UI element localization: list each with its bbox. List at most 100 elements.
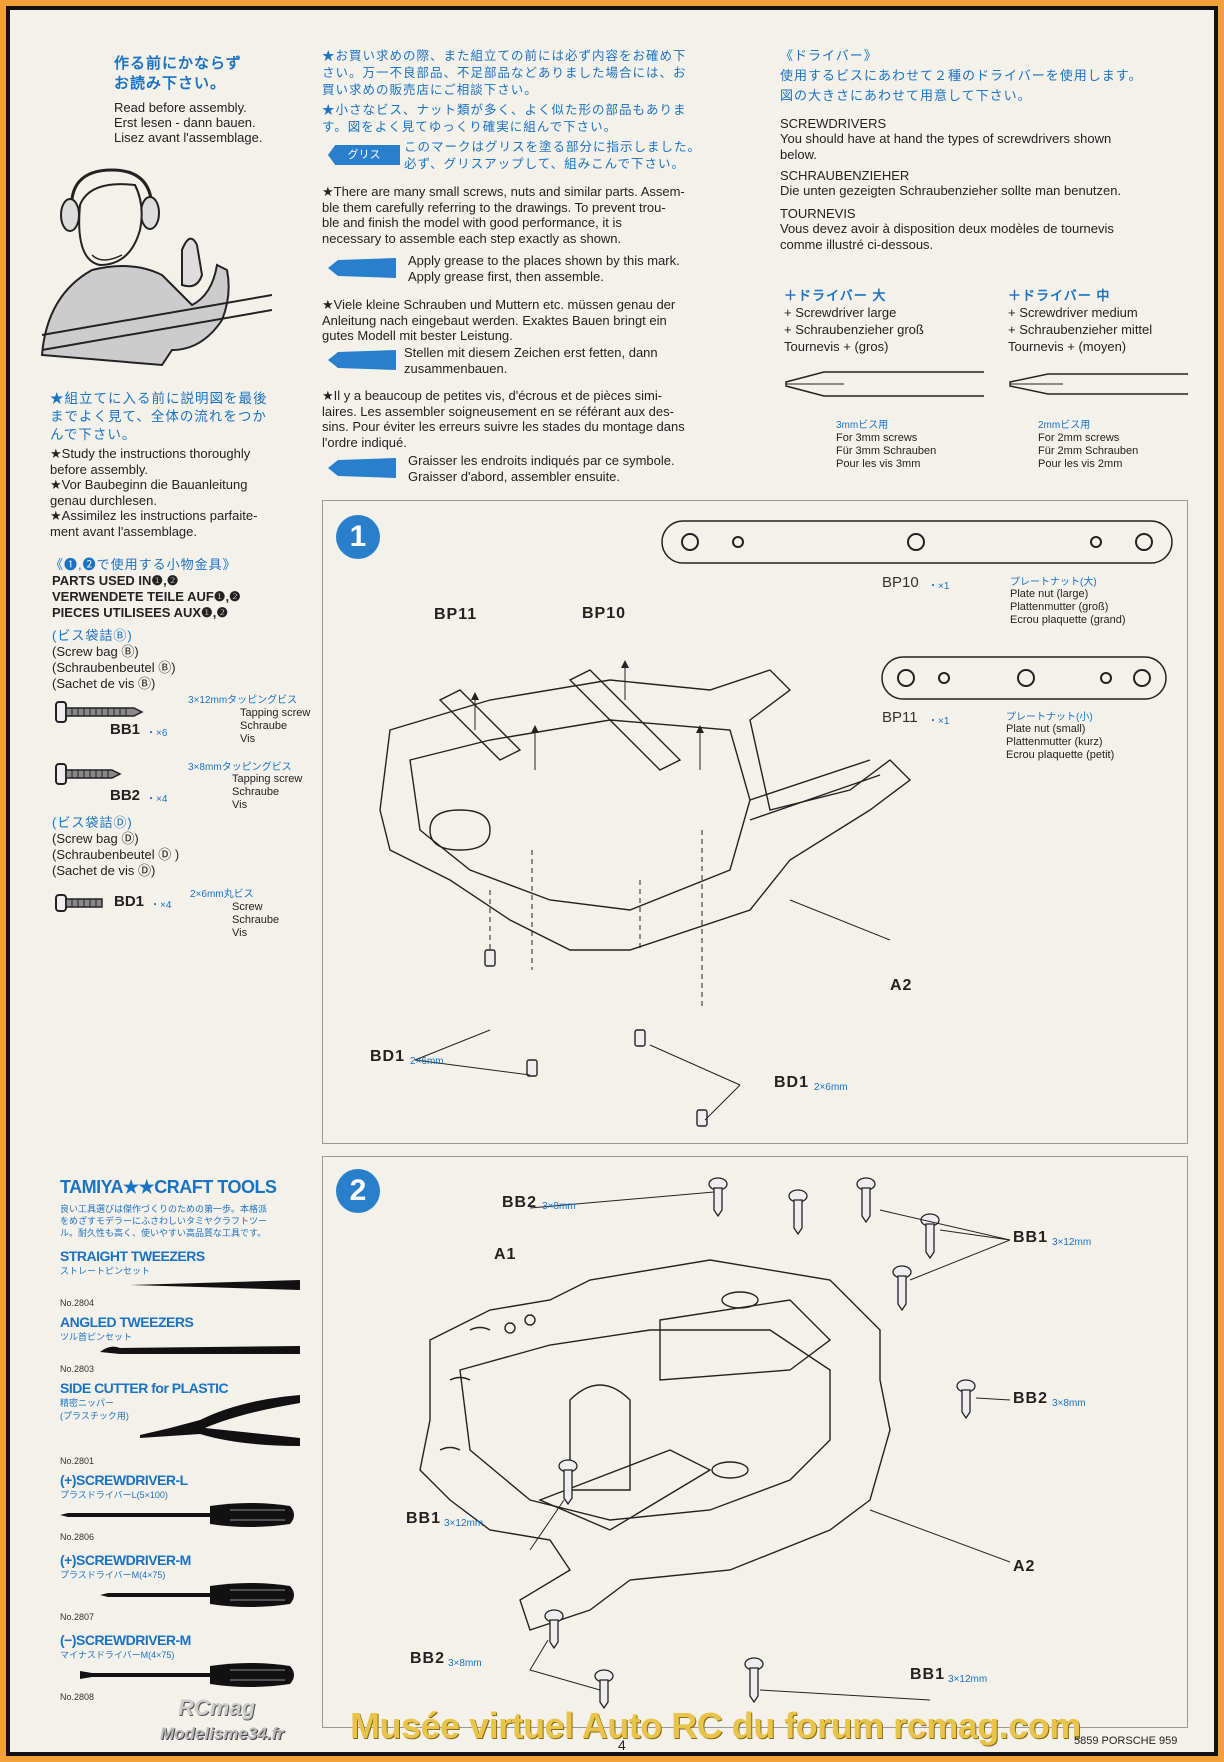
bd1-desc: Screw Schraube Vis: [232, 901, 280, 939]
label-bb1-top: BB1: [1013, 1229, 1049, 1246]
parts-used-en: PARTS USED IN❶,❷: [52, 573, 179, 588]
bb1-name: BB1: [110, 721, 141, 738]
bd1-right-size: 2×6mm: [814, 1082, 848, 1093]
screwdrivers-fr: Vous devez avoir à disposition deux modè…: [780, 221, 1114, 252]
grease-en: Apply grease to the places shown by this…: [408, 253, 680, 284]
rcmag-logo: RCmag: [178, 1695, 256, 1720]
tool-no: No.2803: [60, 1364, 95, 1374]
screwdriver-medium-tip-icon: [1009, 373, 1188, 395]
label-bd1-right: BD1: [774, 1074, 810, 1091]
tool-title: (+)SCREWDRIVER-M: [60, 1552, 191, 1568]
label-bd1-left: BD1: [370, 1048, 406, 1065]
tool-no: No.2806: [60, 1532, 95, 1542]
read-before-jp: 作る前にかならず お読み下さい。: [114, 55, 242, 92]
read-before-en: Read before assembly.: [114, 100, 247, 115]
tool-title: (−)SCREWDRIVER-M: [60, 1632, 191, 1648]
bd1-screw-icon: [55, 894, 103, 912]
bd1-spec: 2×6mm丸ビス: [190, 889, 254, 900]
bd1-qty: ・×4: [150, 900, 172, 911]
grease-fr: Graisser les endroits indiqués par ce sy…: [408, 453, 675, 484]
tool-title: STRAIGHT TWEEZERS: [60, 1248, 205, 1264]
for-2mm: For 2mm screws Für 2mm Schrauben Pour le…: [1038, 432, 1139, 470]
intro-de: ★Viele kleine Schrauben und Muttern etc.…: [322, 297, 676, 343]
tool-no: No.2808: [60, 1692, 95, 1702]
screwdriver-m-icon: [100, 1583, 294, 1607]
grease-icon: [328, 258, 396, 278]
bb2-top-size: 3×8mm: [542, 1201, 576, 1212]
manual-page: 作る前にかならず お読み下さい。 Read before assembly. E…: [6, 6, 1218, 1756]
bp11-name: BP11: [882, 709, 918, 726]
bp10-plate-nut-icon: [661, 520, 1173, 564]
angled-tweezers-icon: [100, 1346, 300, 1354]
read-before-fr: Lisez avant l'assemblage.: [114, 130, 263, 145]
tool-no: No.2804: [60, 1298, 95, 1308]
bp11-jp: プレートナット(小): [1006, 712, 1093, 723]
screwdrivers-en: You should have at hand the types of scr…: [780, 131, 1112, 162]
tool-title: (+)SCREWDRIVER-L: [60, 1472, 188, 1488]
bag-d-en: (Screw bag Ⓓ): [52, 831, 139, 846]
label-a2-step2: A2: [1013, 1558, 1036, 1575]
step-2-box: [322, 1156, 1188, 1728]
label-bb2-bottom: BB2: [410, 1650, 446, 1667]
bag-b-jp: (ビス袋詰Ⓑ): [52, 628, 133, 643]
bb1-screw-icon: [55, 701, 144, 723]
craft-tools-intro: 良い工具選びは傑作づくりのための第一歩。本格派 をめざすモデラーにふさわしいタミ…: [60, 1204, 268, 1238]
bb1-qty: ・×6: [146, 728, 168, 739]
grease-icon: [328, 350, 396, 370]
mascot-illustration: [40, 168, 272, 367]
grease-de: Stellen mit diesem Zeichen erst fetten, …: [404, 345, 658, 376]
intro-fr: ★Il y a beaucoup de petites vis, d'écrou…: [322, 388, 685, 450]
label-bb2-right: BB2: [1013, 1390, 1049, 1407]
study-fr: ★Assimilez les instructions parfaite- me…: [50, 508, 258, 539]
tool-straight-tweezers: STRAIGHT TWEEZERS ストレートピンセット No.2804: [60, 1248, 300, 1310]
flat-screwdriver-m-icon: [80, 1663, 294, 1687]
tool-sub: プラスドライバーM(4×75): [60, 1570, 166, 1580]
intro-jp-2: ★小さなビス、ナット類が多く、よく似た形の部品もありま す。図をよく見てゆっくり…: [322, 103, 687, 134]
intro-jp-1: ★お買い求めの際、また組立ての前には必ず内容をお確め下 さい。万一不良部品、不足…: [322, 49, 687, 97]
intro-en: ★There are many small screws, nuts and s…: [322, 184, 685, 246]
screwdriver-large-jp: ＋ドライバー 大: [784, 288, 887, 303]
bb2-desc: Tapping screw Schraube Vis: [232, 773, 303, 811]
bb1-spec: 3×12mmタッピングビス: [188, 695, 298, 706]
bp10-desc: Plate nut (large) Plattenmutter (groß) E…: [1010, 588, 1126, 626]
tool-screwdriver-m: (+)SCREWDRIVER-M プラスドライバーM(4×75) No.2807: [60, 1552, 300, 1622]
model-code: 5859 PORSCHE 959: [1074, 1735, 1178, 1747]
bb1-left-size: 3×12mm: [444, 1518, 484, 1529]
step-2-chassis-drawing: [419, 1177, 1010, 1710]
tool-sub: マイナスドライバーM(4×75): [60, 1650, 175, 1660]
step-1-box: [322, 500, 1188, 1144]
parts-used-fr: PIECES UTILISEES AUX❶,❷: [52, 605, 228, 620]
screwdrivers-en-title: SCREWDRIVERS: [780, 116, 887, 131]
for-2mm-jp: 2mmビス用: [1038, 420, 1091, 431]
tool-sub: プラスドライバーL(5×100): [60, 1490, 168, 1500]
bb1-bottom-size: 3×12mm: [948, 1674, 988, 1685]
modelisme-logo: Modelisme34.fr: [160, 1724, 284, 1743]
read-before-de: Erst lesen - dann bauen.: [114, 115, 256, 130]
screwdriver-l-icon: [60, 1503, 294, 1527]
screwdrivers-de: Die unten gezeigten Schraubenzieher soll…: [780, 183, 1122, 198]
parts-used-jp: 《❶,❷で使用する小物金具》: [50, 557, 237, 572]
step-2-number: 2: [336, 1169, 380, 1213]
tool-flat-screwdriver-m: (−)SCREWDRIVER-M マイナスドライバーM(4×75) No.280…: [60, 1632, 300, 1702]
step-1-number: 1: [336, 515, 380, 559]
grease-icon: [328, 458, 396, 478]
craft-tools-brand: TAMIYA★★CRAFT TOOLS: [60, 1177, 277, 1197]
screwdriver-jp: 使用するビスにあわせて２種のドライバーを使用します。 図の大きさにあわせて用意し…: [780, 68, 1143, 103]
bag-b-fr: (Sachet de vis Ⓑ): [52, 676, 156, 691]
screwdriver-medium-jp: ＋ドライバー 中: [1008, 288, 1111, 303]
bag-d-fr: (Sachet de vis Ⓓ): [52, 863, 156, 878]
bag-d-de: (Schraubenbeutel Ⓓ ): [52, 847, 180, 862]
bp11-qty: ・×1: [928, 716, 950, 727]
bp11-plate-nut-icon: [881, 656, 1167, 700]
bb1-top-size: 3×12mm: [1052, 1237, 1092, 1248]
straight-tweezers-icon: [130, 1280, 300, 1290]
bp10-name: BP10: [882, 574, 919, 591]
tool-screwdriver-l: (+)SCREWDRIVER-L プラスドライバーL(5×100) No.280…: [60, 1472, 300, 1542]
screwdriver-large-tip-icon: [785, 371, 984, 397]
study-en: ★Study the instructions thoroughly befor…: [50, 446, 251, 477]
screwdriver-large: + Screwdriver large + Schraubenzieher gr…: [784, 305, 924, 354]
label-bb2-top: BB2: [502, 1194, 538, 1211]
bag-b-de: (Schraubenbeutel Ⓑ): [52, 660, 176, 675]
label-a2: A2: [890, 977, 913, 994]
screwdriver-jp-title: 《ドライバー》: [780, 48, 878, 63]
